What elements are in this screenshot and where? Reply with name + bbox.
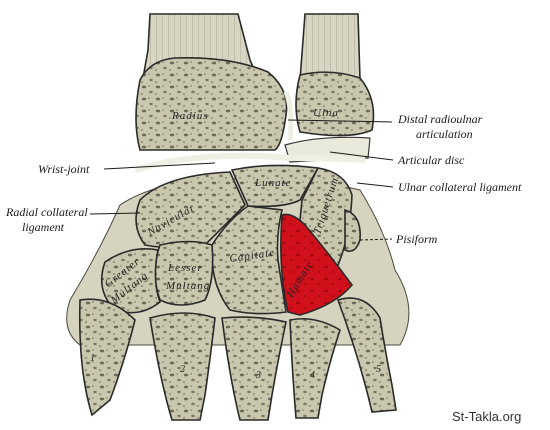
distal-radioulnar-joint [283, 91, 294, 141]
label-distal-radioulnar-2: articulation [416, 127, 473, 141]
wrist-joint-line [134, 152, 366, 173]
leader-pisiform [359, 238, 393, 241]
lesser-multang-label-1: Lesser [167, 262, 203, 274]
metacarpal-4: 4 [289, 317, 341, 419]
metacarpal-2: 2 [149, 312, 216, 421]
metacarpal-1-number: 1 [90, 353, 95, 364]
radius-label: Radius [171, 110, 209, 122]
label-ulnar-collateral: Ulnar collateral ligament [398, 180, 522, 194]
navicular-bone: Navicular [135, 171, 246, 249]
label-pisiform: Pisiform [395, 232, 438, 246]
metacarpal-3-number: 3 [255, 370, 261, 381]
label-articular-disc: Articular disc [397, 153, 465, 167]
label-distal-radioulnar-1: Distal radioulnar [397, 112, 483, 126]
metacarpal-5-number: 5 [376, 364, 381, 375]
leader-wrist-joint [103, 162, 216, 170]
triquetrum-bone: Triquetrum [299, 167, 353, 274]
pisiform-bone [344, 208, 362, 253]
lesser-multang-label-2: Multang [165, 280, 210, 292]
metacarpal-2-number: 2 [180, 364, 185, 375]
lesser-multangular-bone: Lesser Multang [154, 240, 214, 306]
lunate-label: Lunate [254, 177, 292, 189]
leader-articular-disc [329, 151, 394, 161]
label-wrist-joint: Wrist-joint [38, 162, 90, 176]
capitate-bone: Capitate [211, 205, 287, 315]
metacarpal-3: 3 [221, 316, 287, 421]
lunate-bone: Lunate [230, 164, 320, 208]
radius-bone: Radius [135, 13, 288, 151]
metacarpal-5: 5 [336, 297, 397, 413]
ulna-bone: Ulna [295, 13, 375, 137]
metacarpal-4-number: 4 [310, 370, 315, 381]
watermark: St-Takla.org [452, 409, 521, 424]
leader-radial-collateral [89, 212, 141, 215]
leader-distal-radioulnar [287, 119, 393, 123]
greater-multangular-bone: Greater Multang [100, 248, 161, 314]
hamate-bone-highlighted: Hamate [280, 213, 354, 316]
leader-ulnar-collateral [356, 182, 394, 188]
metacarpal-1: 1 [78, 298, 136, 417]
ulna-label: Ulna [313, 107, 339, 119]
label-radial-collateral-1: Radial collateral [5, 205, 88, 219]
label-radial-collateral-2: ligament [22, 220, 65, 234]
